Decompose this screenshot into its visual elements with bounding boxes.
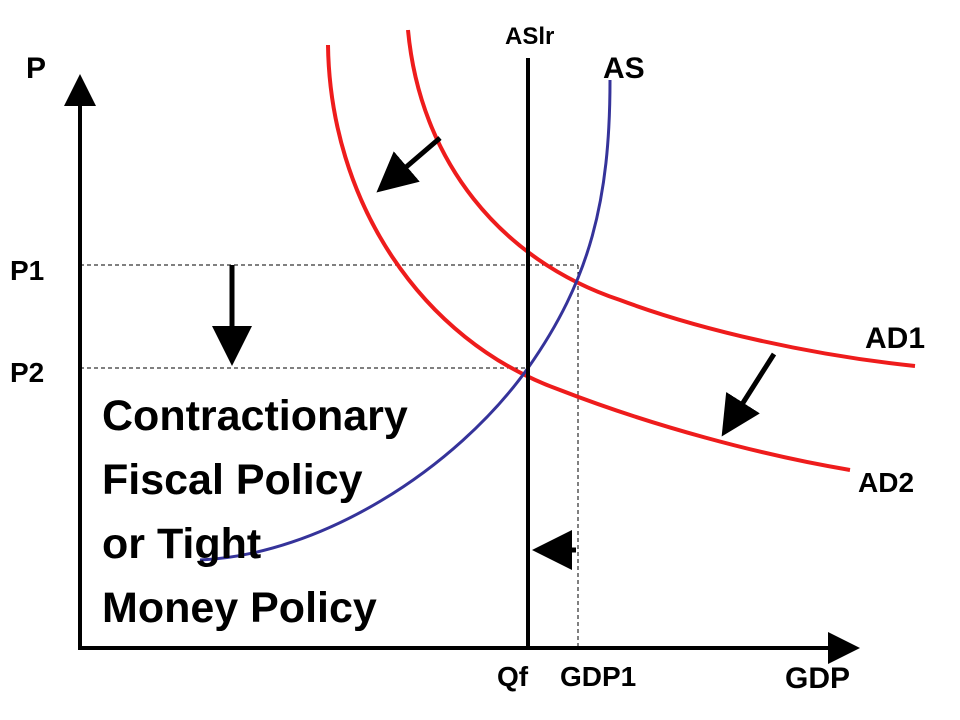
y-axis-label: P (26, 52, 46, 85)
ad2-curve (326, 44, 851, 472)
qf-label: Qf (497, 661, 529, 692)
ad2-label: AD2 (858, 467, 914, 498)
x-axis-label: GDP (785, 662, 850, 695)
p1-label: P1 (10, 255, 44, 286)
ad1-label: AD1 (865, 322, 925, 355)
ad1-curve (406, 29, 916, 368)
as-label: AS (603, 52, 645, 85)
p2-label: P2 (10, 357, 44, 388)
gdp1-label: GDP1 (560, 661, 636, 692)
ad-shift-arrow-lower (721, 352, 777, 437)
policy-text-line-3: or Tight (102, 520, 261, 568)
policy-text-line-2: Fiscal Policy (102, 456, 363, 504)
as-curve (199, 79, 612, 562)
policy-text-line-4: Money Policy (102, 584, 377, 632)
policy-text-line-1: Contractionary (102, 392, 408, 440)
aslr-label: ASlr (505, 23, 554, 50)
ad-shift-arrow-upper (376, 136, 442, 193)
